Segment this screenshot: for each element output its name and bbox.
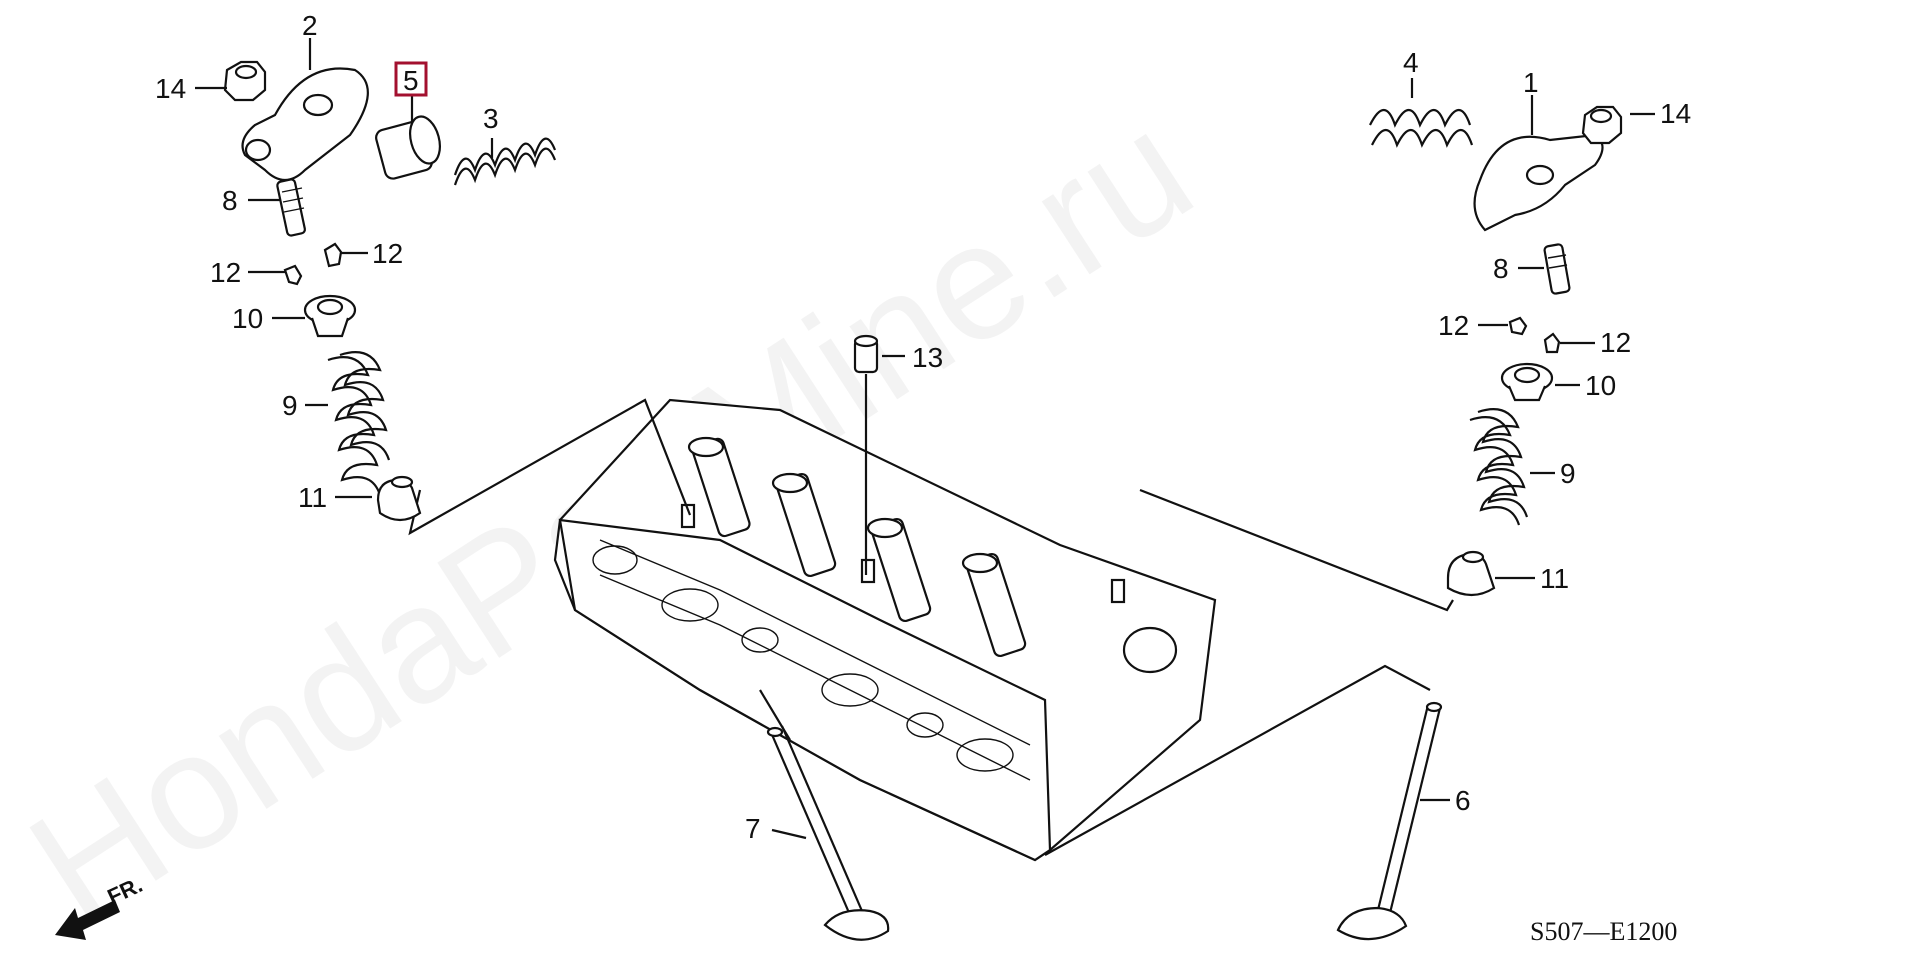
callout-8-right[interactable]: 8 bbox=[1493, 253, 1509, 284]
part-8-screw-right[interactable] bbox=[1518, 243, 1571, 295]
part-14-nut-right[interactable] bbox=[1581, 105, 1655, 145]
callout-12-right-b[interactable]: 12 bbox=[1600, 327, 1631, 358]
cylinder-head[interactable] bbox=[553, 398, 1217, 862]
part-4-spring[interactable] bbox=[1369, 78, 1474, 148]
part-14-nut-left[interactable] bbox=[195, 60, 267, 102]
callout-14-left[interactable]: 14 bbox=[155, 73, 186, 104]
part-1-rocker-arm[interactable] bbox=[1473, 95, 1604, 232]
callout-11-left[interactable]: 11 bbox=[298, 482, 327, 513]
part-12-cotter-right-a[interactable] bbox=[1478, 316, 1528, 336]
callout-10-left[interactable]: 10 bbox=[232, 303, 263, 334]
callout-9-left[interactable]: 9 bbox=[282, 390, 298, 421]
part-8-screw-left[interactable] bbox=[248, 178, 306, 237]
callout-13[interactable]: 13 bbox=[912, 342, 943, 373]
callout-3[interactable]: 3 bbox=[483, 103, 499, 134]
callout-4[interactable]: 4 bbox=[1403, 47, 1419, 78]
callout-11-right[interactable]: 11 bbox=[1540, 563, 1569, 594]
part-3-spring[interactable] bbox=[453, 137, 557, 186]
callout-10-right[interactable]: 10 bbox=[1585, 370, 1616, 401]
part-12-cotter-left-b[interactable] bbox=[248, 264, 303, 286]
callout-7[interactable]: 7 bbox=[745, 813, 761, 844]
callout-9-right[interactable]: 9 bbox=[1560, 458, 1576, 489]
callout-5-highlighted[interactable]: 5 bbox=[394, 61, 428, 97]
part-9-valve-spring-left[interactable] bbox=[305, 351, 391, 496]
callout-12-right-a[interactable]: 12 bbox=[1438, 310, 1469, 341]
part-13-dowel[interactable] bbox=[853, 334, 905, 374]
part-9-valve-spring-right[interactable] bbox=[1469, 408, 1555, 526]
leader-6 bbox=[1044, 664, 1431, 856]
part-5-sleeve[interactable] bbox=[374, 95, 444, 180]
callout-6[interactable]: 6 bbox=[1455, 785, 1471, 816]
callout-12-left-a[interactable]: 12 bbox=[372, 238, 403, 269]
part-12-cotter-left-a[interactable] bbox=[323, 242, 368, 268]
part-6-valve[interactable] bbox=[1336, 701, 1450, 941]
part-11-seal-left[interactable] bbox=[335, 475, 422, 522]
callout-1[interactable]: 1 bbox=[1523, 67, 1539, 98]
callout-12-left-b[interactable]: 12 bbox=[210, 257, 241, 288]
part-11-seal-right[interactable] bbox=[1446, 550, 1535, 597]
front-arrow-icon bbox=[55, 900, 120, 940]
callout-5[interactable]: 5 bbox=[403, 65, 419, 96]
part-7-valve[interactable] bbox=[766, 725, 890, 941]
callout-14-right[interactable]: 14 bbox=[1660, 98, 1691, 129]
callout-2[interactable]: 2 bbox=[302, 10, 318, 41]
callout-8-left[interactable]: 8 bbox=[222, 185, 238, 216]
leader-11-right bbox=[1139, 488, 1454, 612]
part-10-retainer-left[interactable] bbox=[272, 294, 357, 338]
part-2-rocker-arm[interactable] bbox=[241, 38, 369, 182]
callout-5-box bbox=[394, 61, 428, 97]
part-12-cotter-right-b[interactable] bbox=[1543, 332, 1595, 354]
diagram-code: S507—E1200 bbox=[1530, 917, 1677, 946]
part-10-retainer-right[interactable] bbox=[1500, 362, 1580, 402]
